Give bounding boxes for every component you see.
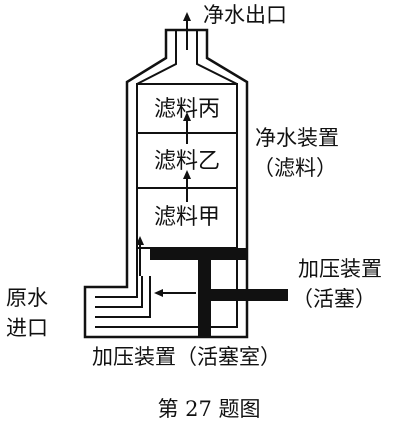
piston-head [150,248,246,260]
filter-b-label: 滤料乙 [154,149,220,174]
filter-c-label: 滤料丙 [154,97,220,122]
piston-label: 加压装置 [298,257,382,281]
outlet-inner-channel [136,30,238,85]
figure-caption: 第 27 题图 [157,397,260,421]
inlet-label: 原水 [6,286,48,310]
chamber-label: 加压装置（活塞室） [92,345,281,369]
filter-a-label: 滤料甲 [154,205,220,230]
purifier-label: 净水装置 [255,126,339,150]
device-outer-wall [83,28,249,339]
piston-rod [198,260,211,338]
piston-sublabel: （活塞） [292,287,376,311]
inlet-riser [95,276,151,318]
piston-chamber-inner-wall [95,248,238,328]
purifier-sublabel: （滤料） [253,156,337,180]
piston-handle [211,289,288,301]
outlet-label: 净水出口 [203,3,287,27]
inlet-sublabel: 进口 [6,316,48,340]
